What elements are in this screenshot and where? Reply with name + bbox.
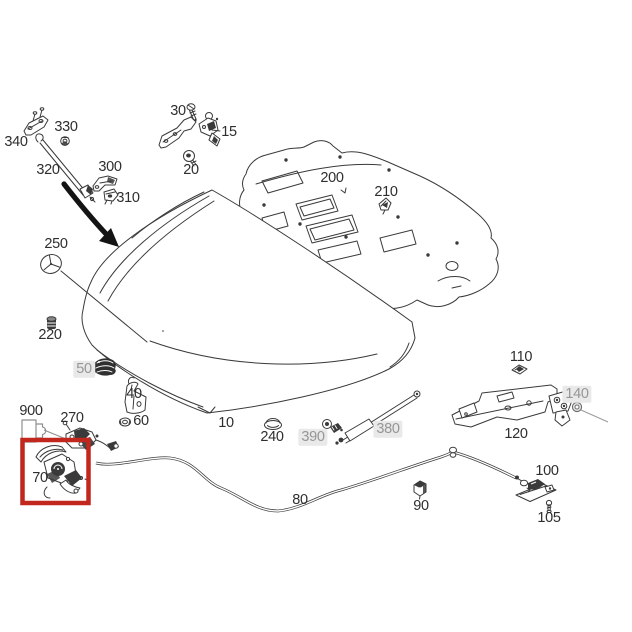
hinge-15-drawing — [158, 112, 221, 149]
hood-drawing — [60, 189, 416, 414]
part-label-200[interactable]: 200 — [320, 169, 344, 186]
nut-60-drawing — [119, 417, 131, 427]
part-label-330[interactable]: 330 — [54, 118, 78, 135]
bracket-120-drawing — [451, 384, 574, 428]
part-label-140[interactable]: 140 — [562, 385, 592, 403]
part-label-80[interactable]: 80 — [292, 491, 308, 508]
cable-clip-90-drawing — [413, 480, 427, 500]
part-label-380[interactable]: 380 — [373, 420, 403, 438]
screw-105-drawing — [545, 499, 553, 514]
part-label-250[interactable]: 250 — [44, 235, 68, 252]
part-label-50[interactable]: 50 — [73, 360, 95, 378]
part-label-270[interactable]: 270 — [60, 409, 84, 426]
gas-strut-drawing — [335, 390, 421, 445]
bracket-40-drawing — [124, 376, 147, 414]
screw-20-drawing — [183, 150, 197, 167]
bracket-300-drawing — [92, 175, 118, 192]
release-handle-drawing — [515, 477, 557, 502]
selected-part-highlight — [20, 437, 91, 506]
part-label-10[interactable]: 10 — [218, 414, 234, 431]
part-label-90[interactable]: 90 — [413, 497, 429, 514]
screw-30-drawing — [186, 103, 197, 122]
part-label-105[interactable]: 105 — [537, 509, 561, 526]
part-label-100[interactable]: 100 — [535, 462, 559, 479]
grommet-220-drawing — [46, 316, 57, 329]
part-label-15[interactable]: 15 — [221, 123, 237, 140]
brand-emblem-drawing — [40, 254, 62, 274]
part-label-390[interactable]: 390 — [298, 428, 328, 446]
part-label-310[interactable]: 310 — [116, 189, 140, 206]
rod-bracket-340-drawing — [23, 107, 49, 136]
part-label-320[interactable]: 320 — [36, 161, 60, 178]
nut-330-drawing — [60, 136, 70, 146]
part-label-220[interactable]: 220 — [38, 326, 62, 343]
part-label-110[interactable]: 110 — [509, 348, 533, 365]
part-label-240[interactable]: 240 — [260, 428, 284, 445]
prop-rod-drawing — [35, 133, 96, 203]
part-label-120[interactable]: 120 — [504, 425, 528, 442]
buffer-240-drawing — [264, 418, 282, 430]
clamp-310-drawing — [103, 188, 119, 205]
part-label-20[interactable]: 20 — [183, 161, 199, 178]
pointer-arrow — [61, 181, 119, 247]
part-label-40[interactable]: 40 — [126, 385, 142, 402]
lock-70-drawing — [35, 445, 91, 499]
part-label-340[interactable]: 340 — [4, 133, 28, 150]
part-label-60[interactable]: 60 — [133, 412, 149, 429]
part-label-900[interactable]: 900 — [19, 402, 43, 419]
part-label-300[interactable]: 300 — [98, 158, 122, 175]
grommet-140-drawing — [571, 401, 609, 423]
valve-390-drawing — [322, 419, 343, 433]
part-label-210[interactable]: 210 — [374, 183, 398, 200]
release-cable-drawing — [95, 446, 519, 513]
clip-110-drawing — [511, 364, 528, 375]
panel-clip-drawing — [378, 197, 392, 215]
part-label-70[interactable]: 70 — [32, 469, 48, 486]
part-label-30[interactable]: 30 — [170, 102, 186, 119]
